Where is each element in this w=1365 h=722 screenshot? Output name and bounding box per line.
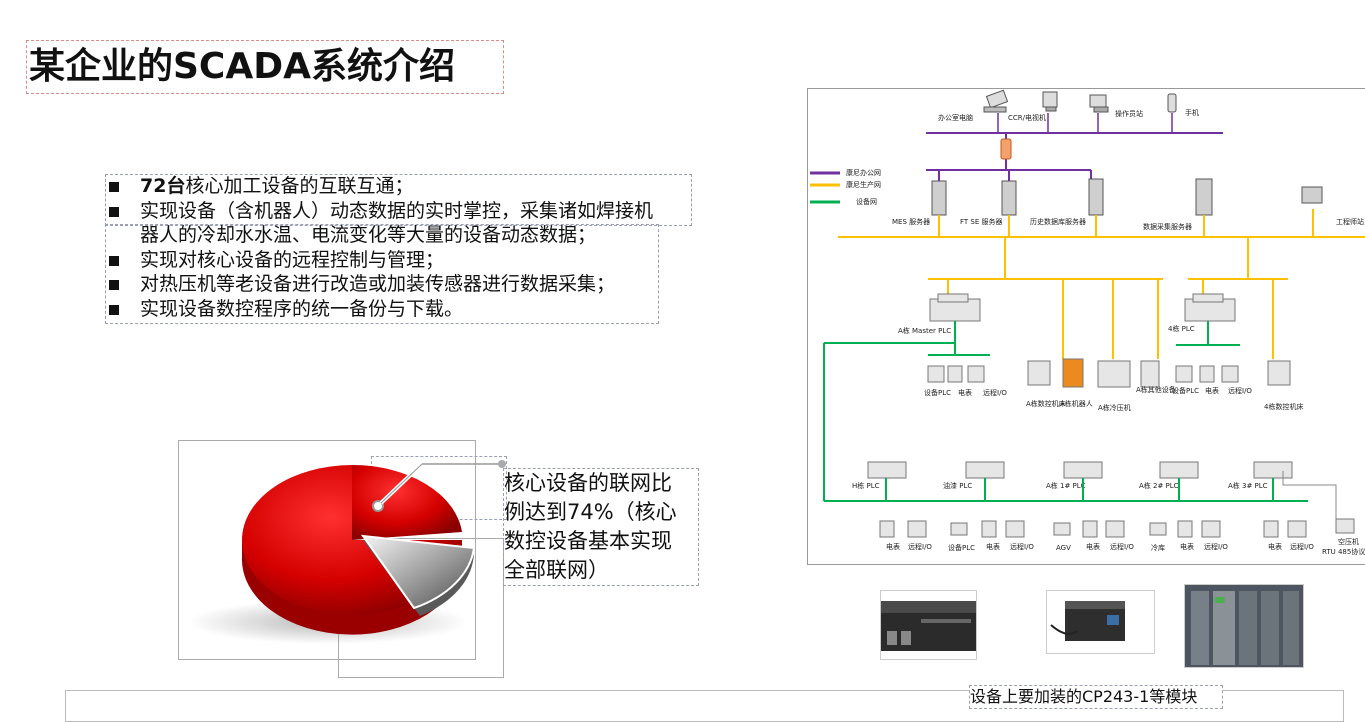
svg-text:A栋机器人: A栋机器人	[1060, 399, 1093, 408]
bullet-item: 实现对核心设备的远程控制与管理；	[105, 248, 691, 273]
svg-text:A栋 Master PLC: A栋 Master PLC	[898, 326, 951, 335]
svg-text:设备PLC: 设备PLC	[1172, 386, 1199, 395]
svg-text:电表: 电表	[1086, 542, 1100, 551]
bullet-item-continuation: 器人的冷却水水温、电流变化等大量的设备动态数据；	[140, 224, 597, 246]
svg-text:电表: 电表	[1180, 542, 1194, 551]
svg-text:A栋其他设备: A栋其他设备	[1136, 385, 1176, 394]
svg-text:历史数据库服务器: 历史数据库服务器	[1030, 217, 1086, 226]
svg-text:电表: 电表	[886, 542, 900, 551]
callout-end-dot	[498, 460, 506, 468]
svg-text:MES 服务器: MES 服务器	[892, 217, 930, 226]
svg-text:远程I/O: 远程I/O	[1290, 542, 1314, 551]
svg-text:设备PLC: 设备PLC	[924, 388, 951, 397]
svg-text:办公室电脑: 办公室电脑	[938, 113, 973, 122]
bullet-box-bottom	[105, 224, 659, 324]
bullet-item: 72台核心加工设备的互联互通；	[105, 174, 691, 199]
plc-rack-icon	[929, 293, 1236, 322]
scada-network-diagram: 康尼办公网 康尼生产网 设备网 办公室电脑 CCR/电视机 操作员站 手机 ME…	[807, 88, 1365, 565]
legend-production: 康尼生产网	[846, 180, 881, 189]
bullet-item: 实现设备（含机器人）动态数据的实时掌控，采集诸如焊接机	[105, 199, 691, 224]
svg-text:远程I/O: 远程I/O	[908, 542, 932, 551]
firewall-icon	[1000, 138, 1012, 160]
computer-icon	[1301, 186, 1323, 204]
svg-text:空压机: 空压机	[1338, 537, 1359, 546]
laptop-icon	[983, 89, 1009, 113]
phone-icon	[1167, 93, 1177, 113]
s7-rack-photo	[1184, 584, 1304, 668]
svg-text:A栋数控机床: A栋数控机床	[1026, 399, 1066, 408]
svg-text:RTU 485协议: RTU 485协议	[1322, 547, 1365, 556]
svg-text:冷库: 冷库	[1151, 543, 1165, 552]
svg-text:A栋 2# PLC: A栋 2# PLC	[1139, 481, 1179, 490]
monitor-icon	[1042, 91, 1058, 112]
server-icon	[1088, 178, 1104, 216]
workstation-icon	[1089, 94, 1109, 113]
bullet-box-top	[105, 174, 692, 226]
svg-text:设备PLC: 设备PLC	[948, 543, 975, 552]
pie-red-top-slice	[352, 464, 462, 540]
svg-text:A栋冷压机: A栋冷压机	[1098, 403, 1131, 412]
svg-text:FT SE 服务器: FT SE 服务器	[960, 217, 1003, 226]
svg-text:油漆 PLC: 油漆 PLC	[943, 481, 972, 490]
legend-office: 康尼办公网	[846, 168, 881, 177]
page-title: 某企业的SCADA系统介绍	[26, 40, 504, 94]
svg-text:远程I/O: 远程I/O	[1110, 542, 1134, 551]
cp243-module-photo	[1046, 590, 1155, 654]
svg-text:H栋 PLC: H栋 PLC	[852, 481, 880, 490]
svg-text:电表: 电表	[986, 542, 1000, 551]
svg-text:AGV: AGV	[1056, 544, 1071, 552]
bullet-item: 对热压机等老设备进行改造或加装传感器进行数据采集；	[105, 272, 691, 297]
svg-text:CCR/电视机: CCR/电视机	[1008, 113, 1046, 122]
module-caption: 设备上要加装的CP243-1等模块	[969, 685, 1223, 709]
svg-text:操作员站: 操作员站	[1115, 109, 1143, 118]
svg-text:远程I/O: 远程I/O	[983, 388, 1007, 397]
svg-text:数据采集服务器: 数据采集服务器	[1143, 222, 1192, 231]
svg-text:电表: 电表	[1205, 386, 1219, 395]
svg-text:A栋 3# PLC: A栋 3# PLC	[1228, 481, 1268, 490]
legend-device-net: 设备网	[856, 197, 877, 206]
bullet-list: 72台核心加工设备的互联互通； 实现设备（含机器人）动态数据的实时掌控，采集诸如…	[105, 174, 691, 321]
pie-grey-slice	[360, 534, 476, 610]
svg-text:电表: 电表	[1268, 542, 1282, 551]
svg-text:远程I/O: 远程I/O	[1010, 542, 1034, 551]
svg-text:工程师站: 工程师站	[1336, 217, 1364, 226]
svg-text:电表: 电表	[958, 388, 972, 397]
pie-frame	[178, 440, 476, 660]
server-icon	[931, 180, 947, 216]
svg-text:4栋 PLC: 4栋 PLC	[1168, 324, 1195, 333]
server-icon	[1195, 178, 1213, 216]
pie-chart	[188, 460, 506, 644]
svg-text:4栋数控机床: 4栋数控机床	[1264, 402, 1303, 411]
networking-ratio-note: 核心设备的联网比 例达到74%（核心 数控设备基本实现 全部联网）	[503, 468, 699, 586]
server-icon	[1001, 180, 1017, 216]
bullet-item: 实现设备数控程序的统一备份与下载。	[105, 297, 691, 322]
svg-text:A栋 1# PLC: A栋 1# PLC	[1046, 481, 1086, 490]
pie-red-side	[241, 535, 462, 635]
svg-text:手机: 手机	[1185, 108, 1199, 117]
callout-dot	[372, 500, 384, 512]
svg-text:远程I/O: 远程I/O	[1228, 386, 1252, 395]
plc-module-photo	[880, 590, 977, 660]
svg-text:远程I/O: 远程I/O	[1204, 542, 1228, 551]
